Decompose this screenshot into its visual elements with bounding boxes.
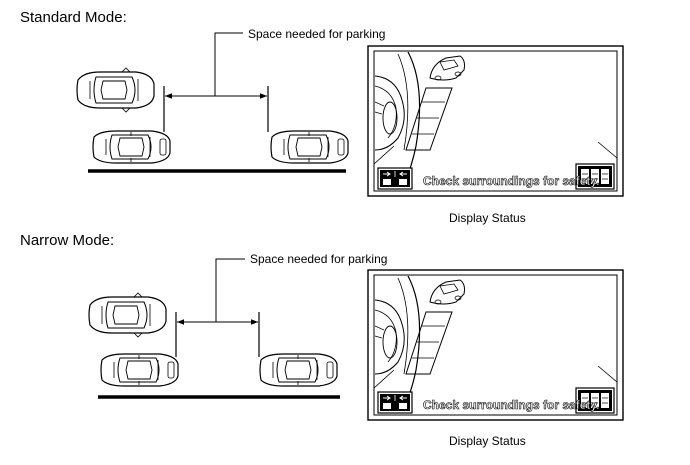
car-top-view-icon — [76, 67, 155, 113]
display-screen: Check surroundings for safety. — [367, 269, 624, 421]
car-top-view-icon — [270, 130, 349, 164]
car-top-view-icon — [100, 353, 179, 387]
display-screen: Check surroundings for safety. — [367, 45, 624, 197]
display-status-label-standard: Display Status — [449, 211, 526, 225]
standard-mode-diagram: Check surroundings for safety. — [76, 32, 624, 197]
mode-title-standard: Standard Mode: — [20, 9, 127, 26]
callout-leader-line — [215, 258, 245, 322]
car-top-view-icon — [92, 130, 171, 164]
callout-leader-line — [214, 32, 243, 96]
callout-space-needed-narrow: Space needed for parking — [250, 252, 388, 266]
display-status-label-narrow: Display Status — [449, 434, 526, 448]
screen-message: Check surroundings for safety. — [423, 398, 599, 412]
car-top-view-icon — [259, 353, 338, 387]
car-top-view-icon — [88, 292, 167, 338]
callout-space-needed-standard: Space needed for parking — [248, 27, 386, 41]
narrow-mode-diagram: Check surroundings for safety. — [88, 258, 624, 421]
screen-message: Check surroundings for safety. — [423, 174, 599, 188]
mode-title-narrow: Narrow Mode: — [20, 232, 115, 249]
